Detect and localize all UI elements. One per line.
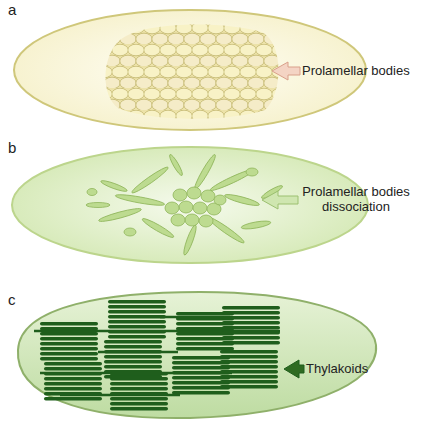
- panel-letter: a: [8, 2, 28, 17]
- panel-letter: b: [8, 140, 28, 155]
- structure-label: Prolamellar bodies dissociation: [300, 184, 412, 214]
- chloroplast: [18, 292, 376, 418]
- structure-label: Thylakoids: [306, 361, 396, 376]
- membrane-fragments: [86, 153, 284, 256]
- pointer-arrow: [272, 62, 300, 80]
- pointer-arrow: [262, 191, 298, 209]
- structure-label: Prolamellar bodies: [302, 63, 427, 78]
- developing-plastid: [12, 147, 368, 263]
- pointer-arrow: [284, 360, 304, 378]
- panel-letter: c: [8, 292, 28, 307]
- prolamellar-body: [100, 18, 290, 128]
- grana-stacks: [40, 300, 280, 411]
